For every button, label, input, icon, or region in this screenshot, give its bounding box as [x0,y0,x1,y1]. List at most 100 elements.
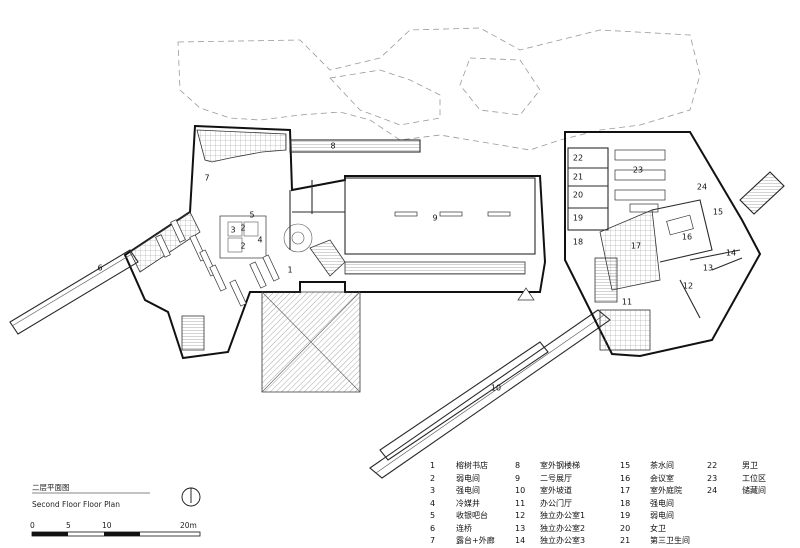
legend-label: 独立办公室2 [540,523,586,533]
legend-item: 9 二号展厅 [515,472,572,486]
room-label: 23 [633,166,643,175]
room-label: 24 [697,183,707,192]
legend-label: 茶水间 [650,461,674,470]
legend-item: 4 冷媒井 [430,497,480,511]
scale-label: 5 [66,521,71,530]
legend-item: 13 独立办公室2 [515,522,585,536]
legend-item: 3 强电间 [430,484,480,498]
drawing-title-en: Second Floor Floor Plan [32,500,121,509]
legend-item: 17 室外庭院 [620,484,682,498]
legend-item: 14 独立办公室3 [515,534,585,548]
room-label: 15 [713,208,723,217]
legend-label: 储藏间 [742,486,766,495]
legend-label: 榕树书店 [456,461,488,470]
legend-label: 室外钢楼梯 [540,461,580,470]
legend-number: 22 [707,461,718,470]
legend-label: 冷媒井 [456,498,480,508]
legend-number: 15 [620,461,631,470]
room-label: 11 [622,298,632,307]
legend-number: 4 [430,498,436,508]
room-label: 3 [230,226,235,235]
legend-label: 独立办公室3 [540,536,586,545]
scale-label: 20m [180,521,197,530]
legend-item: 22 男卫 [707,459,758,473]
legend-number: 23 [707,473,718,483]
room-label: 14 [726,249,736,258]
legend-label: 室外坡道 [540,486,572,495]
legend-number: 6 [430,523,436,533]
legend-item: 6 连桥 [430,522,472,536]
legend-number: 19 [620,511,631,520]
room-label: 1 [287,266,292,275]
legend-number: 21 [620,536,631,545]
drawing-title-cn: 二层平面图 [32,483,70,492]
room-label: 2 [240,224,245,233]
legend-number: 13 [515,523,526,533]
legend-label: 男卫 [742,461,758,470]
legend-label: 弱电间 [650,511,674,520]
legend-number: 9 [515,473,521,483]
legend-label: 会议室 [650,473,674,483]
legend-item: 5 收银吧台 [430,509,488,523]
room-label: 5 [249,211,254,220]
bridge-connector [9,249,139,335]
room-label: 4 [257,236,262,245]
legend-number: 12 [515,511,526,520]
legend-label: 露台+外廊 [456,536,495,545]
legend-label: 女卫 [650,523,666,533]
legend-label: 收银吧台 [456,511,488,520]
room-label: 18 [573,238,583,247]
scale-bar [31,531,201,537]
legend-label: 弱电间 [456,473,480,483]
legend-number: 8 [515,461,521,470]
room-label: 21 [573,173,583,182]
outdoor-ramp [369,309,611,479]
legend-number: 17 [620,486,631,495]
room-label: 8 [330,142,335,151]
legend-number: 1 [430,461,436,470]
left-building [123,124,547,360]
legend-number: 7 [430,536,436,545]
legend-label: 强电间 [456,486,480,495]
legend-number: 18 [620,498,631,508]
outdoor-steel-stair [289,139,421,153]
legend-item: 24 储藏间 [707,484,766,498]
room-label: 20 [573,191,583,200]
legend-number: 3 [430,486,436,495]
legend-label: 强电间 [650,498,674,508]
room-label: 16 [682,233,692,242]
room-label: 2 [240,242,245,251]
legend-number: 14 [515,536,526,545]
room-label: 6 [97,264,102,273]
legend-label: 二号展厅 [540,473,572,483]
legend-item: 15 茶水间 [620,459,674,473]
room-label: 22 [573,154,583,163]
legend-item: 11 办公门厅 [515,497,572,511]
legend-label: 办公门厅 [540,498,572,508]
room-label: 17 [631,242,641,251]
legend-number: 5 [430,511,436,520]
legend-label: 连桥 [456,523,472,533]
legend-item: 8 室外钢楼梯 [515,459,580,473]
legend-number: 11 [515,498,526,508]
room-label: 13 [703,264,713,273]
legend-number: 10 [515,486,526,495]
room-label: 7 [204,174,209,183]
legend-item: 1 榕树书店 [430,459,488,473]
room-label: 12 [683,282,693,291]
room-label: 10 [491,384,501,393]
room-label: 9 [432,214,437,223]
legend-label: 工位区 [742,473,766,483]
north-arrow-icon [181,487,201,507]
legend-label: 室外庭院 [650,486,682,495]
legend-item: 12 独立办公室1 [515,509,585,523]
legend-item: 18 强电间 [620,497,674,511]
legend-number: 24 [707,486,718,495]
legend-item: 10 室外坡道 [515,484,572,498]
legend-label: 独立办公室1 [540,511,586,520]
